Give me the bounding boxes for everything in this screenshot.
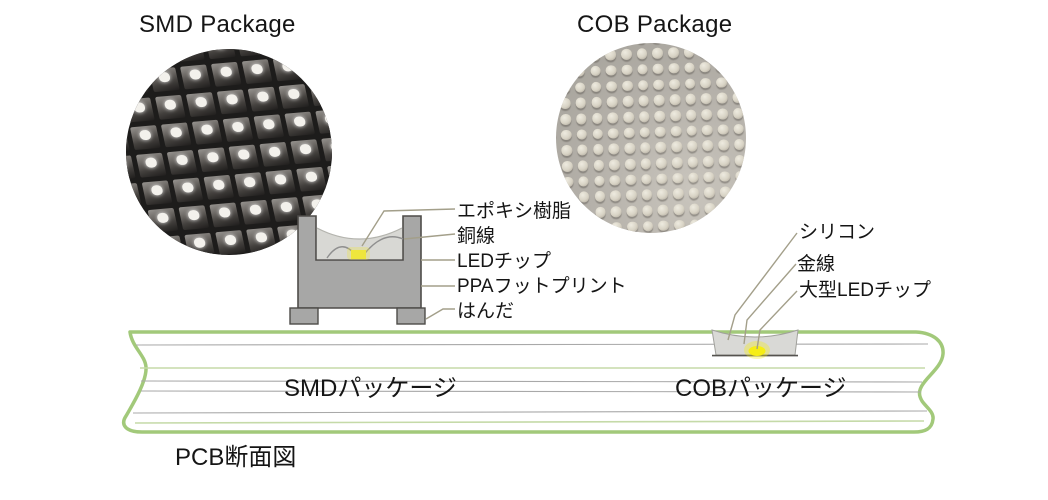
label-epoxy-resin: エポキシ樹脂 bbox=[457, 201, 572, 222]
cob-photo-title: COB Package bbox=[577, 11, 733, 38]
leader-silicone bbox=[727, 232, 798, 341]
solder-foot-left bbox=[289, 307, 319, 325]
leader-gold-wire bbox=[743, 263, 797, 345]
pcb-laminate-lines bbox=[132, 343, 929, 414]
leader-copper-wire bbox=[403, 233, 456, 240]
smd-leader-lines bbox=[361, 208, 456, 320]
label-silicone: シリコン bbox=[799, 222, 876, 243]
leader-epoxy-resin bbox=[361, 208, 456, 247]
cob-led-chip bbox=[748, 346, 766, 356]
label-ppa-footprint: PPAフットプリント bbox=[457, 276, 627, 297]
smd-pcb-caption: SMDパッケージ bbox=[284, 375, 457, 402]
pcb-laminate-lines-soft bbox=[134, 367, 925, 424]
label-large-led-chip: 大型LEDチップ bbox=[799, 280, 931, 301]
leader-large-led-chip bbox=[756, 290, 798, 350]
label-led-chip: LEDチップ bbox=[457, 251, 551, 272]
cob-package-photo bbox=[556, 43, 746, 233]
label-solder: はんだ bbox=[457, 301, 515, 322]
label-gold-wire: 金線 bbox=[797, 254, 836, 275]
pcb-cross-section-caption: PCB断面図 bbox=[175, 444, 297, 471]
leader-solder bbox=[425, 308, 455, 320]
cob-pcb-caption: COBパッケージ bbox=[675, 375, 847, 402]
led-chip bbox=[351, 250, 366, 259]
smd-package-body bbox=[297, 215, 422, 309]
cob-dish bbox=[711, 329, 799, 356]
cob-leader-lines bbox=[727, 232, 798, 350]
solder-foot-right bbox=[396, 307, 426, 325]
epoxy-encapsulant bbox=[317, 228, 402, 259]
smd-photo-title: SMD Package bbox=[139, 11, 296, 38]
epoxy-surface-line bbox=[316, 227, 403, 240]
label-copper-wire: 銅線 bbox=[457, 226, 496, 247]
